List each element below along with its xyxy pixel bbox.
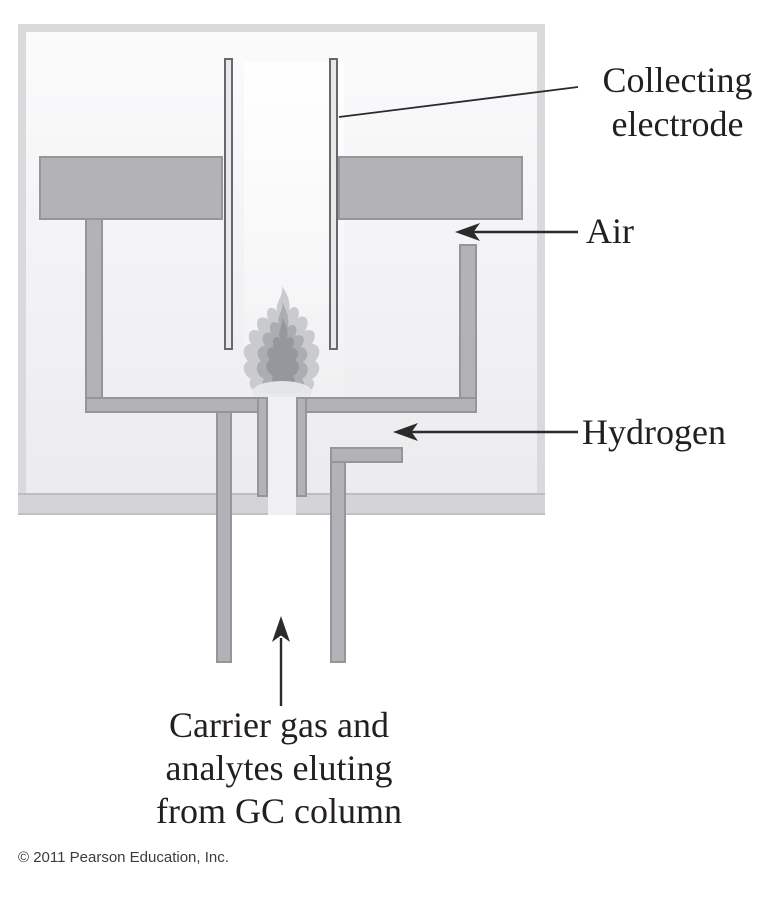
- hydrogen-inlet-tube: [330, 447, 403, 463]
- carrier-gas-label: Carrier gas and analytes eluting from GC…: [156, 705, 402, 831]
- collecting-electrode-label: Collecting electrode: [602, 60, 753, 144]
- carrier-gas-arrow-icon: [272, 616, 290, 706]
- air-label: Air: [586, 211, 634, 251]
- burner-jet-wall-left: [257, 397, 268, 497]
- collector-plate-right: [338, 156, 523, 220]
- left-support-tube: [85, 218, 103, 399]
- air-inlet-tube: [459, 244, 477, 399]
- hydrogen-label: Hydrogen: [582, 412, 726, 452]
- burner-jet-wall-right: [296, 397, 307, 497]
- copyright-text: © 2011 Pearson Education, Inc.: [18, 849, 229, 866]
- collecting-electrode-right: [329, 58, 338, 350]
- jet-channel: [268, 397, 296, 515]
- carrier-gas-tube-left-wall: [216, 411, 232, 663]
- flame-icon: [243, 286, 320, 397]
- collecting-electrode-left: [224, 58, 233, 350]
- collector-plate-left: [39, 156, 223, 220]
- carrier-gas-tube-right-wall: [330, 447, 346, 663]
